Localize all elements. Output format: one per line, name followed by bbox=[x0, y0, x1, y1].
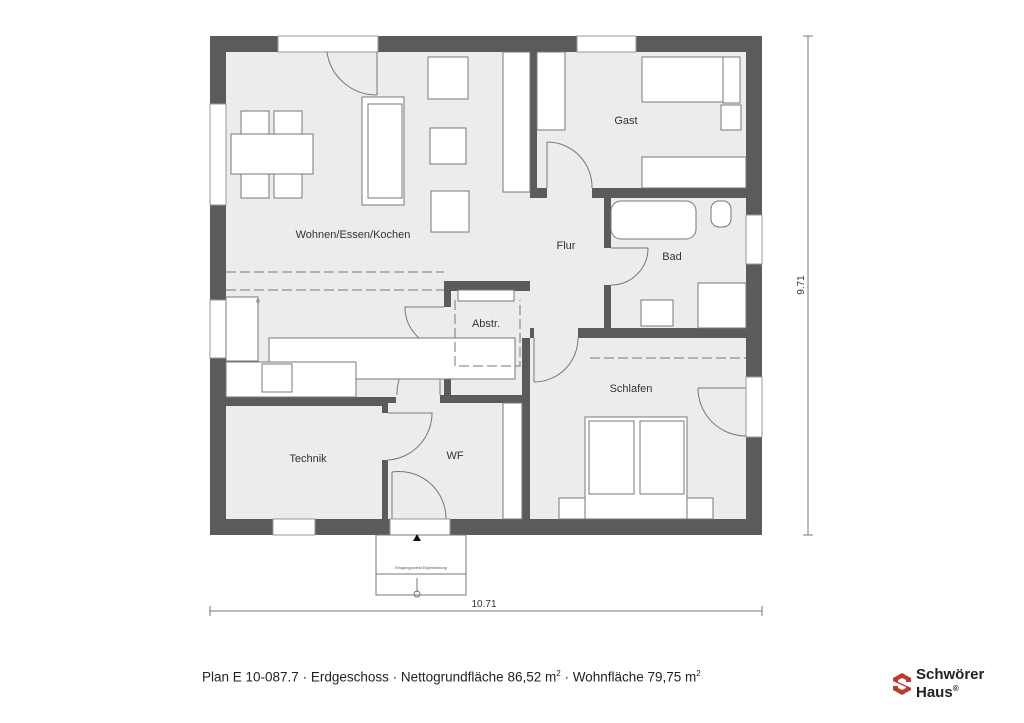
stove bbox=[261, 363, 293, 393]
room-label-bad: Bad bbox=[662, 251, 682, 263]
plan-caption: Plan E 10-087.7 · Erdgeschoss · Nettogru… bbox=[202, 669, 701, 685]
unit-sup: 2 bbox=[556, 669, 561, 678]
washbasin bbox=[640, 299, 674, 327]
logo-line2: Haus bbox=[916, 684, 953, 701]
logo-line1: Schwörer bbox=[916, 666, 985, 683]
floor-name: Erdgeschoss bbox=[310, 669, 389, 685]
logo-s-icon bbox=[893, 673, 911, 695]
separator: · bbox=[298, 669, 311, 685]
dining-table bbox=[230, 133, 314, 175]
room-label-wf: WF bbox=[446, 450, 463, 462]
shower bbox=[697, 282, 747, 329]
svg-text:10.71: 10.71 bbox=[471, 599, 496, 610]
separator: · bbox=[388, 669, 401, 685]
net-area: Nettogrundfläche 86,52 m bbox=[400, 669, 557, 685]
separator: · bbox=[560, 669, 573, 685]
toilet bbox=[710, 200, 732, 228]
room-label-schlafen: Schlafen bbox=[610, 383, 653, 395]
room-label-abstr: Abstr. bbox=[472, 318, 500, 330]
entrance-podest: Eingangpodest Eigenleistung bbox=[375, 534, 467, 598]
room-label-technik: Technik bbox=[289, 453, 327, 465]
room-label-flur: Flur bbox=[557, 240, 576, 252]
entrance-note: Eingangpodest Eigenleistung bbox=[395, 565, 447, 570]
svg-text:9.71: 9.71 bbox=[796, 275, 807, 295]
living-area: Wohnfläche 79,75 m bbox=[572, 669, 697, 685]
registered-mark: ® bbox=[952, 684, 959, 693]
room-label-wohnen: Wohnen/Essen/Kochen bbox=[296, 229, 411, 241]
bathtub bbox=[610, 200, 697, 240]
dimension-depth: 9.71 bbox=[796, 35, 813, 536]
dimension-width: 10.71 bbox=[209, 599, 763, 616]
windows bbox=[209, 35, 763, 536]
plan-number: Plan E 10-087.7 bbox=[202, 669, 299, 685]
unit-sup: 2 bbox=[696, 669, 701, 678]
room-label-gast: Gast bbox=[614, 115, 637, 127]
furniture bbox=[225, 51, 747, 520]
sink bbox=[225, 296, 259, 362]
